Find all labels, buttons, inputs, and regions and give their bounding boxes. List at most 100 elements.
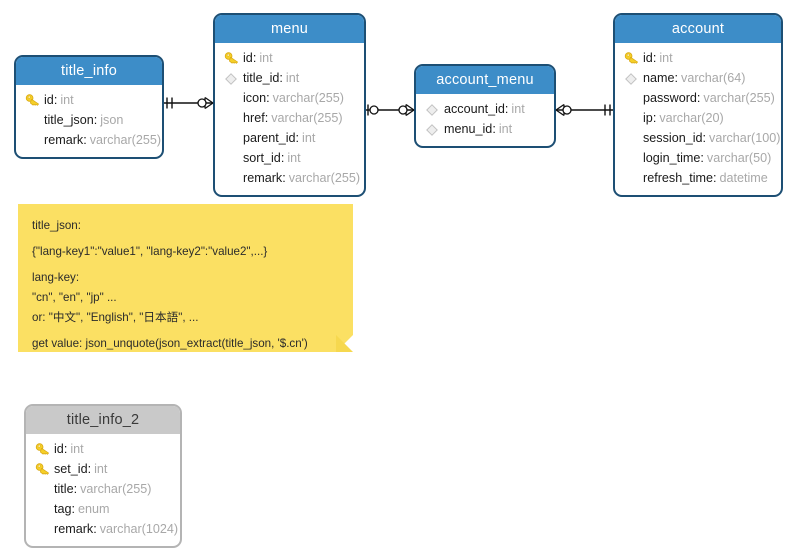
key-icon bbox=[34, 461, 52, 477]
column-type: int bbox=[70, 442, 84, 456]
column-type: int bbox=[94, 462, 108, 476]
no-icon-spacer bbox=[223, 90, 241, 106]
column-separator: : bbox=[252, 51, 257, 65]
column-name: href bbox=[243, 111, 265, 125]
column-separator: : bbox=[53, 93, 58, 107]
column-type: varchar(64) bbox=[681, 71, 746, 85]
column-row[interactable]: set_id:int bbox=[26, 459, 180, 479]
column-row[interactable]: account_id:int bbox=[416, 99, 554, 119]
entity-title-account: account bbox=[615, 15, 781, 43]
column-row[interactable]: href:varchar(255) bbox=[215, 108, 364, 128]
column-row[interactable]: password:varchar(255) bbox=[615, 88, 781, 108]
no-icon-spacer bbox=[623, 130, 641, 146]
column-type: int bbox=[60, 93, 74, 107]
no-icon-spacer bbox=[34, 481, 52, 497]
column-row[interactable]: refresh_time:datetime bbox=[615, 168, 781, 188]
column-row[interactable]: title:varchar(255) bbox=[26, 479, 180, 499]
column-separator: : bbox=[696, 91, 701, 105]
column-name: ip bbox=[643, 111, 653, 125]
column-name: password bbox=[643, 91, 697, 105]
entity-title-account_menu: account_menu bbox=[416, 66, 554, 94]
column-type: int bbox=[511, 102, 525, 116]
column-type: varchar(20) bbox=[659, 111, 724, 125]
no-icon-spacer bbox=[623, 170, 641, 186]
column-type: varchar(100) bbox=[709, 131, 781, 145]
column-name: parent_id bbox=[243, 131, 296, 145]
column-type: json bbox=[100, 113, 124, 127]
diamond-icon bbox=[623, 70, 641, 86]
column-type: varchar(255) bbox=[703, 91, 775, 105]
column-separator: : bbox=[264, 111, 269, 125]
no-icon-spacer bbox=[223, 110, 241, 126]
column-row[interactable]: ip:varchar(20) bbox=[615, 108, 781, 128]
note-line: or: "中文", "English", "日本語", ... bbox=[32, 311, 199, 324]
no-icon-spacer bbox=[24, 132, 42, 148]
column-separator: : bbox=[652, 51, 657, 65]
column-row[interactable]: sort_id:int bbox=[215, 148, 364, 168]
column-separator: : bbox=[713, 171, 717, 185]
column-row[interactable]: remark:varchar(255) bbox=[215, 168, 364, 188]
column-name: id bbox=[643, 51, 653, 65]
column-row[interactable]: login_time:varchar(50) bbox=[615, 148, 781, 168]
relationship-account_menu-account[interactable] bbox=[555, 99, 613, 121]
column-separator: : bbox=[504, 102, 509, 116]
column-row[interactable]: tag:enum bbox=[26, 499, 180, 519]
column-type: varchar(1024) bbox=[99, 522, 179, 536]
column-row[interactable]: menu_id:int bbox=[416, 119, 554, 139]
column-row[interactable]: icon:varchar(255) bbox=[215, 88, 364, 108]
column-name: account_id bbox=[444, 102, 505, 116]
column-row[interactable]: title_id:int bbox=[215, 68, 364, 88]
title_json-note[interactable]: title_json:{"lang-key1":"value1", "lang-… bbox=[18, 204, 353, 352]
column-row[interactable]: remark:varchar(1024) bbox=[26, 519, 180, 539]
column-type: varchar(255) bbox=[80, 482, 152, 496]
column-name: icon bbox=[243, 91, 267, 105]
column-row[interactable]: title_json:json bbox=[16, 110, 162, 130]
entity-title-menu: menu bbox=[215, 15, 364, 43]
column-row[interactable]: id:int bbox=[16, 90, 162, 110]
column-separator: : bbox=[492, 122, 496, 136]
column-type: varchar(255) bbox=[288, 171, 361, 185]
column-name: tag bbox=[54, 502, 72, 516]
column-name: id bbox=[243, 51, 253, 65]
column-type: int bbox=[498, 122, 513, 136]
column-row[interactable]: parent_id:int bbox=[215, 128, 364, 148]
column-row[interactable]: session_id:varchar(100) bbox=[615, 128, 781, 148]
column-separator: : bbox=[279, 71, 283, 85]
no-icon-spacer bbox=[223, 150, 241, 166]
no-icon-spacer bbox=[223, 130, 241, 146]
column-row[interactable]: id:int bbox=[215, 48, 364, 68]
column-separator: : bbox=[63, 442, 68, 456]
no-icon-spacer bbox=[623, 150, 641, 166]
no-icon-spacer bbox=[223, 170, 241, 186]
relationship-menu-account_menu[interactable] bbox=[366, 99, 415, 121]
column-separator: : bbox=[700, 151, 704, 165]
column-row[interactable]: id:int bbox=[615, 48, 781, 68]
column-row[interactable]: remark:varchar(255) bbox=[16, 130, 162, 150]
column-row[interactable]: name:varchar(64) bbox=[615, 68, 781, 88]
column-row[interactable]: id:int bbox=[26, 439, 180, 459]
column-separator: : bbox=[87, 462, 92, 476]
column-name: session_id bbox=[643, 131, 703, 145]
diamond-icon bbox=[424, 121, 442, 137]
column-type: enum bbox=[78, 502, 110, 516]
column-name: title bbox=[54, 482, 74, 496]
column-name: set_id bbox=[54, 462, 88, 476]
column-type: varchar(255) bbox=[272, 91, 345, 105]
relationship-title_info-menu[interactable] bbox=[164, 92, 214, 114]
column-separator: : bbox=[266, 91, 270, 105]
column-separator: : bbox=[295, 131, 300, 145]
diamond-icon bbox=[424, 101, 442, 117]
no-icon-spacer bbox=[24, 112, 42, 128]
entity-title-title_info_2: title_info_2 bbox=[26, 406, 180, 434]
column-name: id bbox=[44, 93, 54, 107]
column-name: refresh_time bbox=[643, 171, 713, 185]
